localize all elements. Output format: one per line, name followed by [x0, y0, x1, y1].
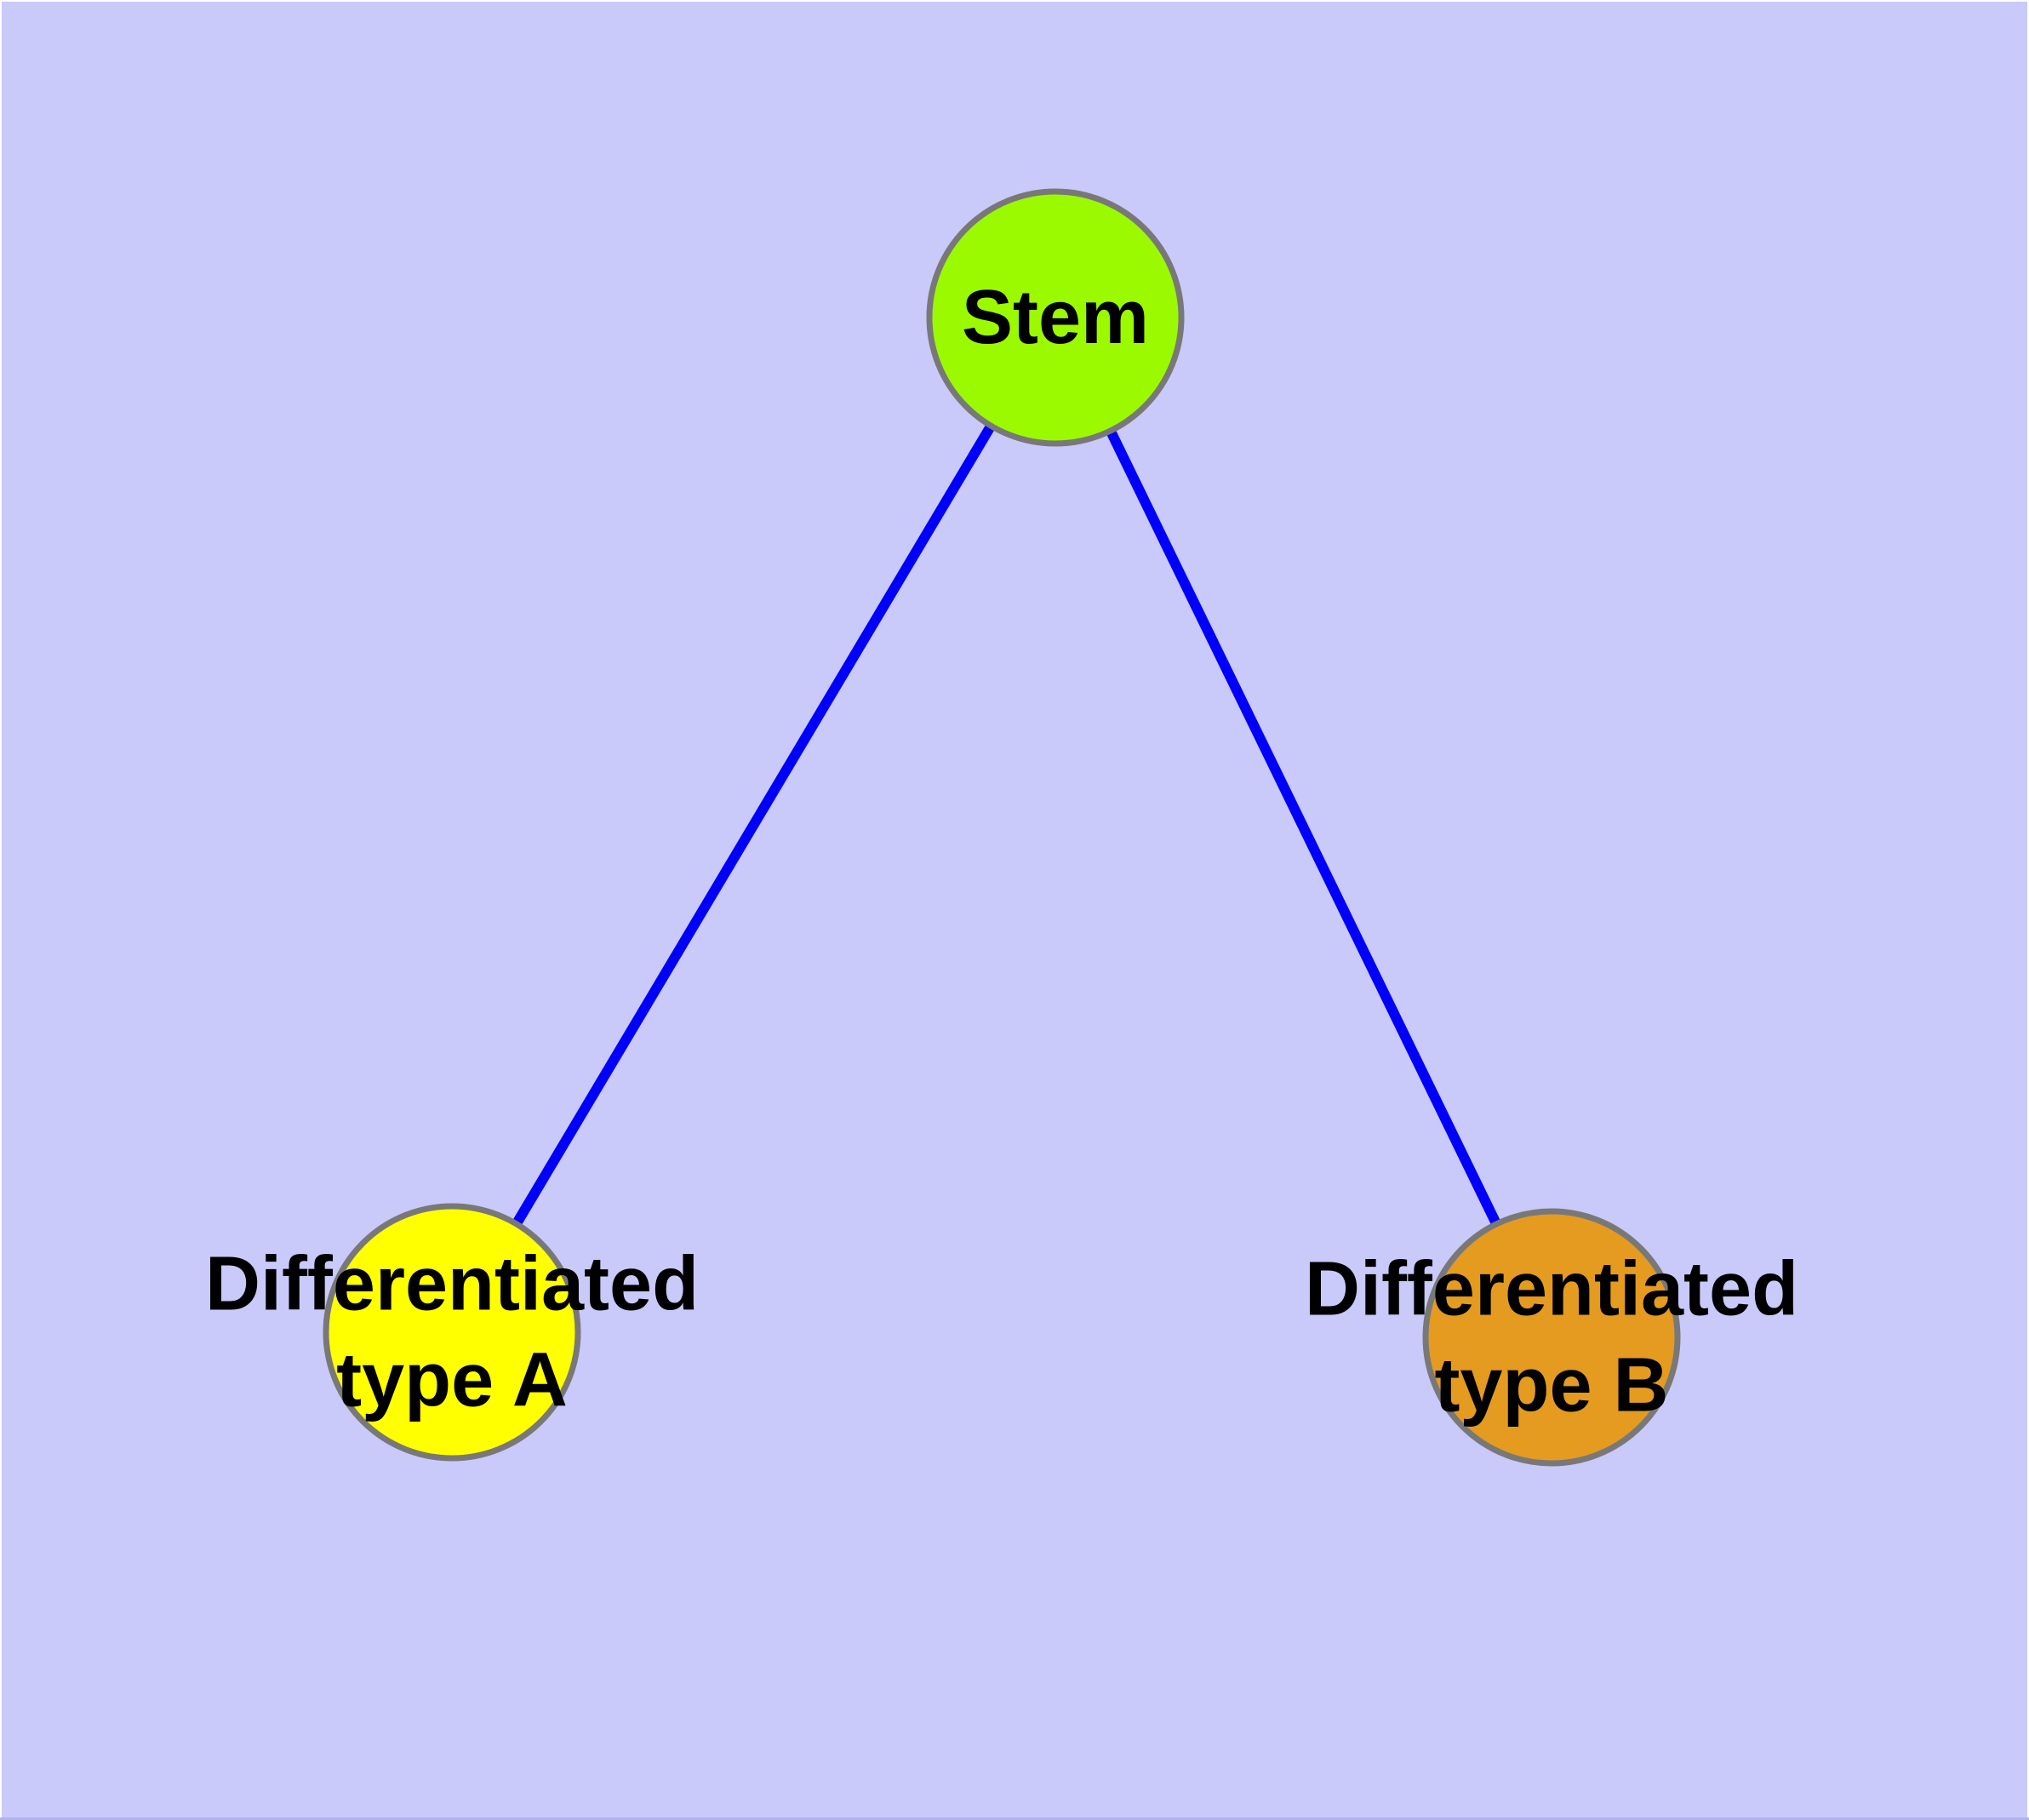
edge-stem-to-diff-type-a — [447, 314, 1060, 1336]
node-diff-type-a — [323, 1203, 581, 1462]
node-diff-type-b — [1422, 1208, 1681, 1467]
plot-bottom-edge — [0, 1817, 2029, 1820]
node-stem — [926, 188, 1185, 447]
edge-stem-to-diff-type-b — [1050, 315, 1557, 1340]
